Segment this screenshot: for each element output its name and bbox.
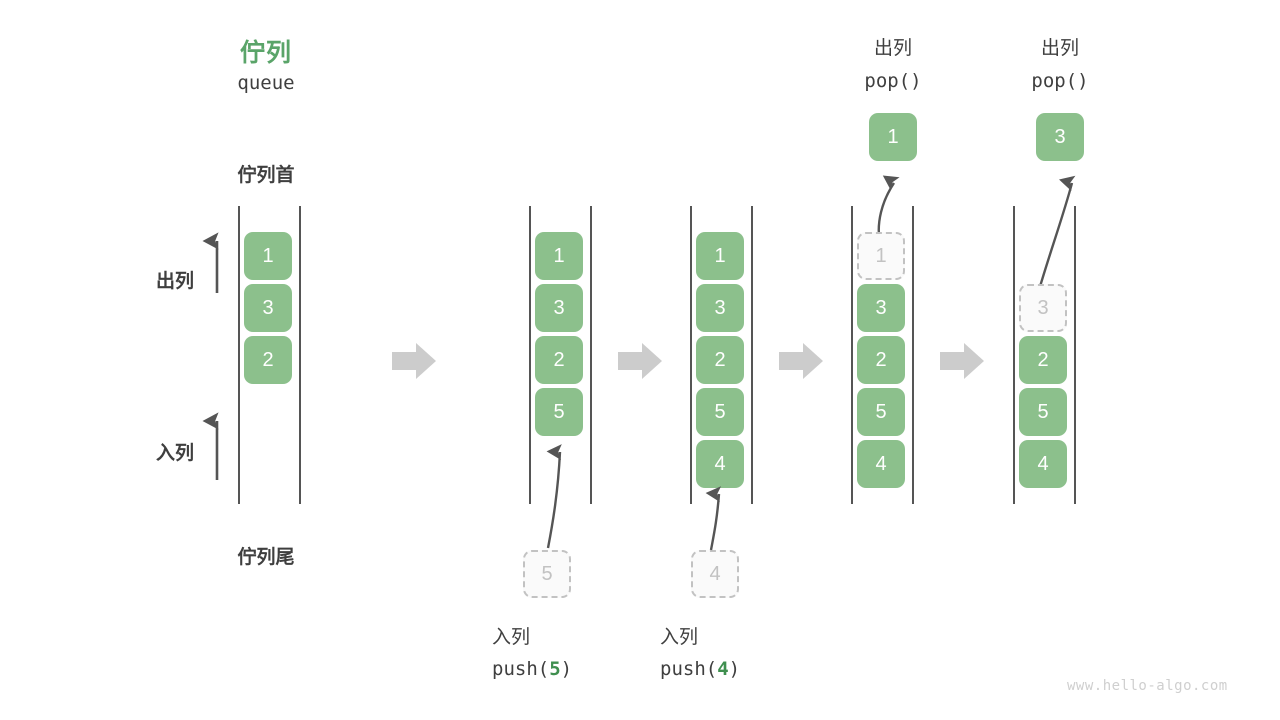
queue-cell-new: 4 xyxy=(696,440,744,488)
queue-cell: 1 xyxy=(535,232,583,280)
queue-cell: 3 xyxy=(535,284,583,332)
queue-cell: 3 xyxy=(244,284,292,332)
queue-cell: 1 xyxy=(244,232,292,280)
queue-head-label: 佇列首 xyxy=(237,165,295,186)
pop-3-label-cn: 出列 xyxy=(1040,38,1079,59)
watermark: www.hello-algo.com xyxy=(1067,678,1228,694)
pop-1-label-cn: 出列 xyxy=(873,38,912,59)
step-arrow-2 xyxy=(618,343,662,379)
push-5-label-cn: 入列 xyxy=(492,627,531,648)
pop-3-code-suffix: ) xyxy=(1077,70,1089,92)
push-arrow-5 xyxy=(546,444,562,549)
push-4-code-num: 4 xyxy=(717,658,729,680)
queue-cell: 5 xyxy=(696,388,744,436)
diagram-title-cn: 佇列 xyxy=(239,39,292,67)
queue-rail-right-2 xyxy=(590,206,592,504)
queue-cell: 2 xyxy=(857,336,905,384)
queue-cell: 2 xyxy=(535,336,583,384)
pop-1-label-code: pop() xyxy=(838,70,948,92)
push-5-code-suffix: ) xyxy=(560,658,573,680)
ghost-cell-popped-3: 3 xyxy=(1019,284,1067,332)
queue-cell: 2 xyxy=(1019,336,1067,384)
queue-cell: 3 xyxy=(696,284,744,332)
queue-rail-right-3 xyxy=(751,206,753,504)
direction-arrows xyxy=(202,232,219,480)
push-4-label-code: push(4) xyxy=(660,658,820,680)
queue-rail-left-5 xyxy=(1013,206,1015,504)
ghost-cell-popped-1: 1 xyxy=(857,232,905,280)
step-arrow-3 xyxy=(779,343,823,379)
queue-cell: 1 xyxy=(696,232,744,280)
ghost-cell-push-4: 4 xyxy=(691,550,739,598)
queue-rail-left-4 xyxy=(851,206,853,504)
queue-rail-left-1 xyxy=(238,206,240,504)
queue-rail-left-3 xyxy=(690,206,692,504)
queue-rail-right-4 xyxy=(912,206,914,504)
push-4-code-prefix: push( xyxy=(660,658,718,680)
popped-cell-3: 3 xyxy=(1036,113,1084,161)
queue-cell-new: 5 xyxy=(535,388,583,436)
push-4-label-cn: 入列 xyxy=(660,627,699,648)
queue-cell: 2 xyxy=(696,336,744,384)
push-5-label-code: push(5) xyxy=(492,658,652,680)
queue-rail-right-5 xyxy=(1074,206,1076,504)
popped-cell-1: 1 xyxy=(869,113,917,161)
push-5-code-num: 5 xyxy=(549,658,561,680)
push-5-code-prefix: push( xyxy=(492,658,550,680)
step-arrow-4 xyxy=(940,343,984,379)
queue-rail-right-1 xyxy=(299,206,301,504)
queue-tail-label: 佇列尾 xyxy=(237,547,295,568)
step-arrow-1 xyxy=(392,343,436,379)
dequeue-direction-label: 出列 xyxy=(155,271,194,292)
pop-1-code-prefix: pop( xyxy=(864,70,911,92)
queue-cell: 2 xyxy=(244,336,292,384)
diagram-title-en: queue xyxy=(237,72,295,94)
pop-3-label-code: pop() xyxy=(1000,70,1120,92)
pop-1-code-suffix: ) xyxy=(910,70,922,92)
queue-cell: 5 xyxy=(1019,388,1067,436)
queue-cell: 5 xyxy=(857,388,905,436)
push-4-code-suffix: ) xyxy=(728,658,741,680)
queue-rail-left-2 xyxy=(529,206,531,504)
queue-cell: 4 xyxy=(857,440,905,488)
queue-cell: 3 xyxy=(857,284,905,332)
queue-cell: 4 xyxy=(1019,440,1067,488)
pop-3-code-prefix: pop( xyxy=(1031,70,1078,92)
enqueue-direction-label: 入列 xyxy=(155,443,194,464)
push-arrow-4 xyxy=(705,486,722,551)
ghost-cell-push-5: 5 xyxy=(523,550,571,598)
